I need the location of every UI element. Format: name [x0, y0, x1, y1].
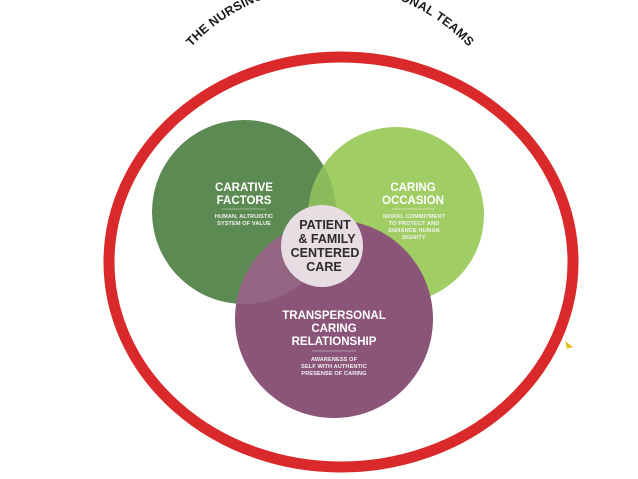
transpersonal-title-3: RELATIONSHIP — [292, 336, 377, 348]
center-line-4: CARE — [306, 260, 341, 274]
caring-title-1: CARING — [390, 182, 435, 194]
caring-sub-1: MORAL COMMITMENT — [383, 214, 446, 220]
center-line-2: & FAMILY — [298, 232, 356, 246]
carative-title-1: CARATIVE — [215, 182, 273, 194]
transpersonal-title-2: CARING — [311, 323, 356, 335]
center-line-1: PATIENT — [299, 218, 351, 232]
transpersonal-relationship-circle — [235, 220, 433, 418]
transpersonal-sub-2: SELF WITH AUTHENTIC — [301, 364, 367, 370]
transpersonal-sub-1: AWARENESS OF — [311, 357, 358, 363]
patient-center-circle — [281, 205, 363, 287]
carative-title-2: FACTORS — [217, 195, 272, 207]
caring-sub-4: DIGNITY — [402, 235, 426, 241]
team-arc-label: THE NURSING AND INTERPROFESSIONAL TEAMS — [183, 0, 476, 49]
transpersonal-sub-3: PRESENSE OF CARING — [301, 371, 366, 377]
carative-sub-2: SYSTEM OF VALUE — [217, 221, 271, 227]
caring-title-2: OCCASION — [382, 195, 444, 207]
pointer-arrow-icon — [565, 341, 573, 349]
center-line-3: CENTERED — [291, 246, 360, 260]
caring-sub-3: ENHANCE HUMAN — [388, 228, 439, 234]
transpersonal-title-1: TRANSPERSONAL — [282, 310, 386, 322]
carative-sub-1: HUMAN, ALTRUISTIC — [215, 214, 273, 220]
caring-sub-2: TO PROTECT AND — [389, 221, 440, 227]
outer-team-ring — [103, 51, 579, 473]
team-arc-label-path: THE NURSING AND INTERPROFESSIONAL TEAMS — [183, 0, 476, 49]
